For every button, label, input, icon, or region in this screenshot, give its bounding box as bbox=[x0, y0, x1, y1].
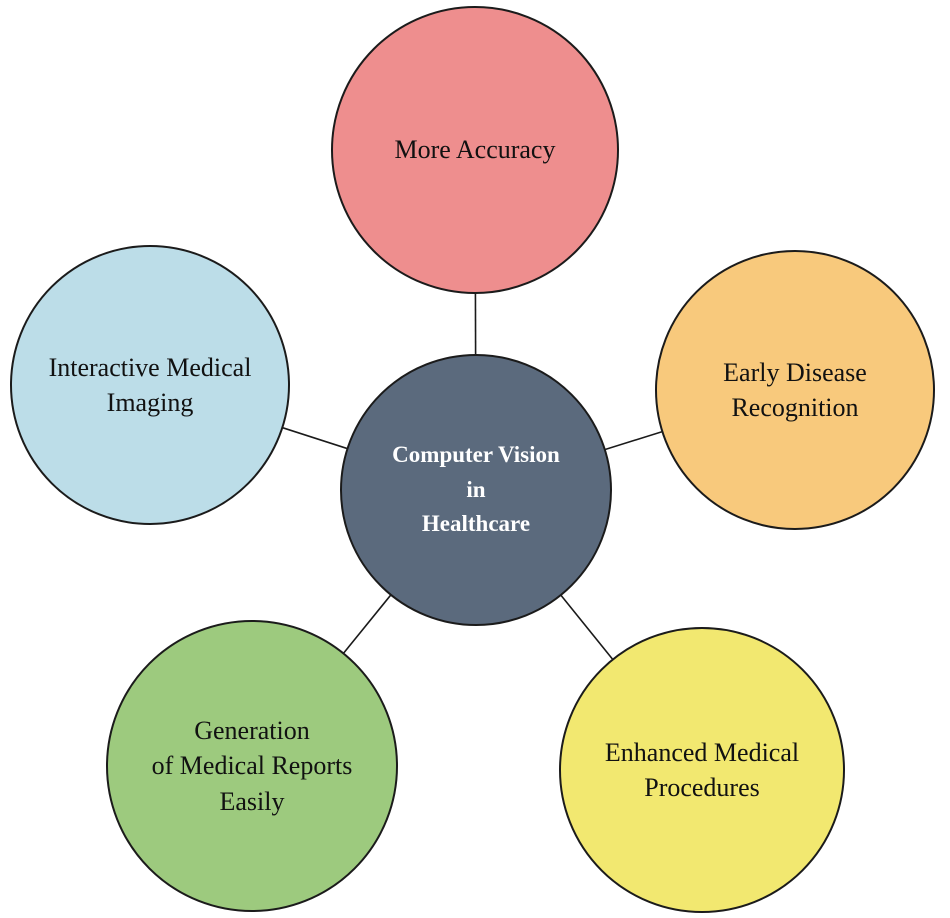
node-early-disease-recognition-label: Early Disease Recognition bbox=[723, 357, 867, 422]
node-enhanced-medical-procedures: Enhanced Medical Procedures bbox=[559, 627, 845, 913]
node-interactive-medical-imaging-label: Interactive Medical Imaging bbox=[48, 352, 252, 417]
node-early-disease-recognition: Early Disease Recognition bbox=[655, 250, 935, 530]
node-enhanced-medical-procedures-label: Enhanced Medical Procedures bbox=[604, 737, 800, 802]
node-center-computer-vision-in-healthcare: Computer Vision in Healthcare bbox=[340, 354, 612, 626]
node-generation-of-medical-reports: Generation of Medical Reports Easily bbox=[106, 620, 398, 912]
node-interactive-medical-imaging: Interactive Medical Imaging bbox=[10, 245, 290, 525]
node-center-label: Computer Vision in Healthcare bbox=[392, 442, 560, 537]
node-more-accuracy-label: More Accuracy bbox=[394, 135, 556, 165]
node-generation-of-medical-reports-label: Generation of Medical Reports Easily bbox=[151, 716, 353, 816]
node-more-accuracy: More Accuracy bbox=[331, 6, 619, 294]
